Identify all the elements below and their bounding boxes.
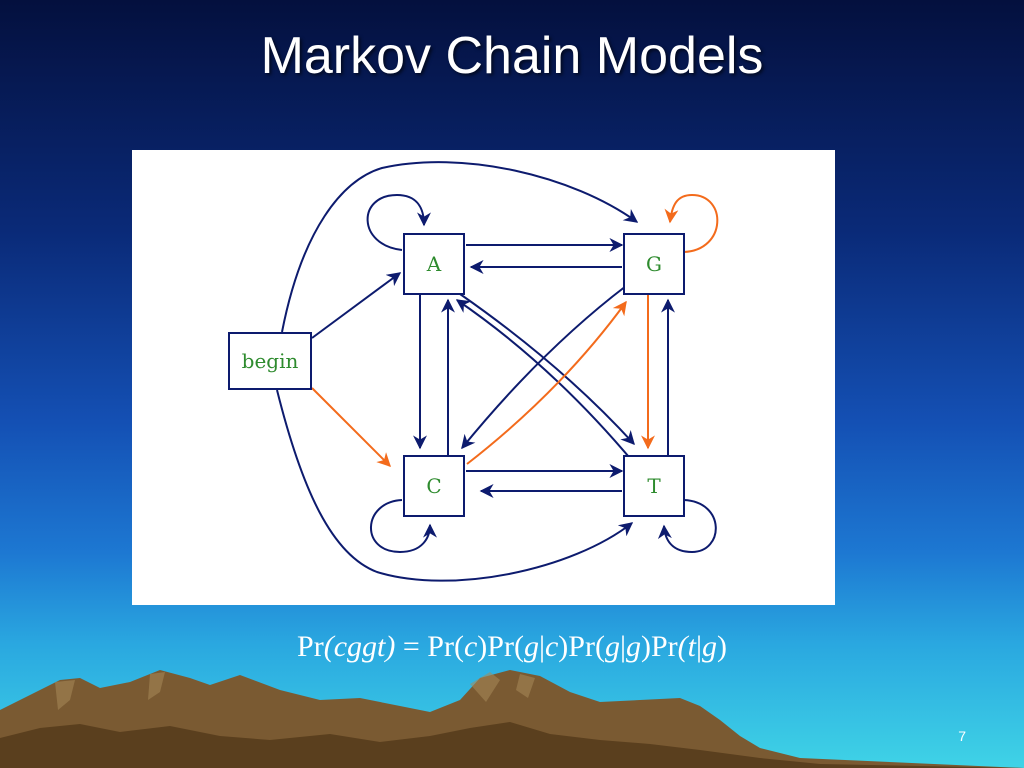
formula-part-3: = Pr( <box>395 630 464 663</box>
formula-part-15: | <box>695 630 702 663</box>
self-loop-C <box>370 499 437 554</box>
node-G: G <box>623 233 685 295</box>
node-C: C <box>403 455 465 517</box>
edge-begin-to-G <box>281 161 639 333</box>
edge-G-to-C <box>461 285 627 450</box>
formula-part-1: Pr <box>297 630 324 663</box>
edge-begin-to-A <box>311 272 402 339</box>
edge-C-to-G <box>466 300 627 465</box>
formula-part-9: )Pr( <box>558 630 605 663</box>
node-A-label: A <box>426 252 442 276</box>
formula-part-16: g <box>701 630 717 663</box>
diagram-svg: begin A G C T <box>228 161 719 582</box>
mountain-highlights <box>55 672 535 710</box>
node-begin-label: begin <box>242 349 299 373</box>
mountain-range-decoration <box>0 670 1024 768</box>
self-loop-A <box>366 193 431 251</box>
formula-part-7: | <box>538 630 545 663</box>
formula-part-2: (cggt) <box>323 630 396 663</box>
formula-part-6: g <box>523 630 539 663</box>
node-begin: begin <box>228 332 312 390</box>
node-A: A <box>403 233 465 295</box>
node-G-label: G <box>646 252 662 276</box>
mountain-range-front <box>0 722 1024 768</box>
formula-part-17: ) <box>716 630 727 663</box>
node-C-label: C <box>426 474 441 498</box>
edge-begin-to-C <box>311 387 391 467</box>
probability-formula: Pr(cggt) = Pr(c)Pr(g|c)Pr(g|g)Pr(t|g) <box>0 630 1024 664</box>
formula-part-4: c <box>463 630 478 663</box>
node-T-label: T <box>647 474 661 498</box>
edge-begin-to-T <box>276 389 634 582</box>
formula-part-10: g <box>604 630 620 663</box>
formula-part-14: (t <box>677 630 696 663</box>
formula-part-11: | <box>619 630 626 663</box>
formula-part-5: )Pr( <box>477 630 524 663</box>
self-loop-G <box>664 193 719 253</box>
page-number: 7 <box>958 728 966 744</box>
formula-part-12: g <box>625 630 641 663</box>
formula-part-8: c <box>544 630 559 663</box>
node-T: T <box>623 455 685 517</box>
edge-T-to-A <box>455 299 635 464</box>
edge-A-to-T <box>459 293 635 446</box>
markov-chain-diagram: begin A G C T <box>132 150 835 605</box>
self-loop-T <box>657 499 717 554</box>
slide-title: Markov Chain Models <box>260 27 764 85</box>
formula-part-13: )Pr <box>640 630 678 663</box>
